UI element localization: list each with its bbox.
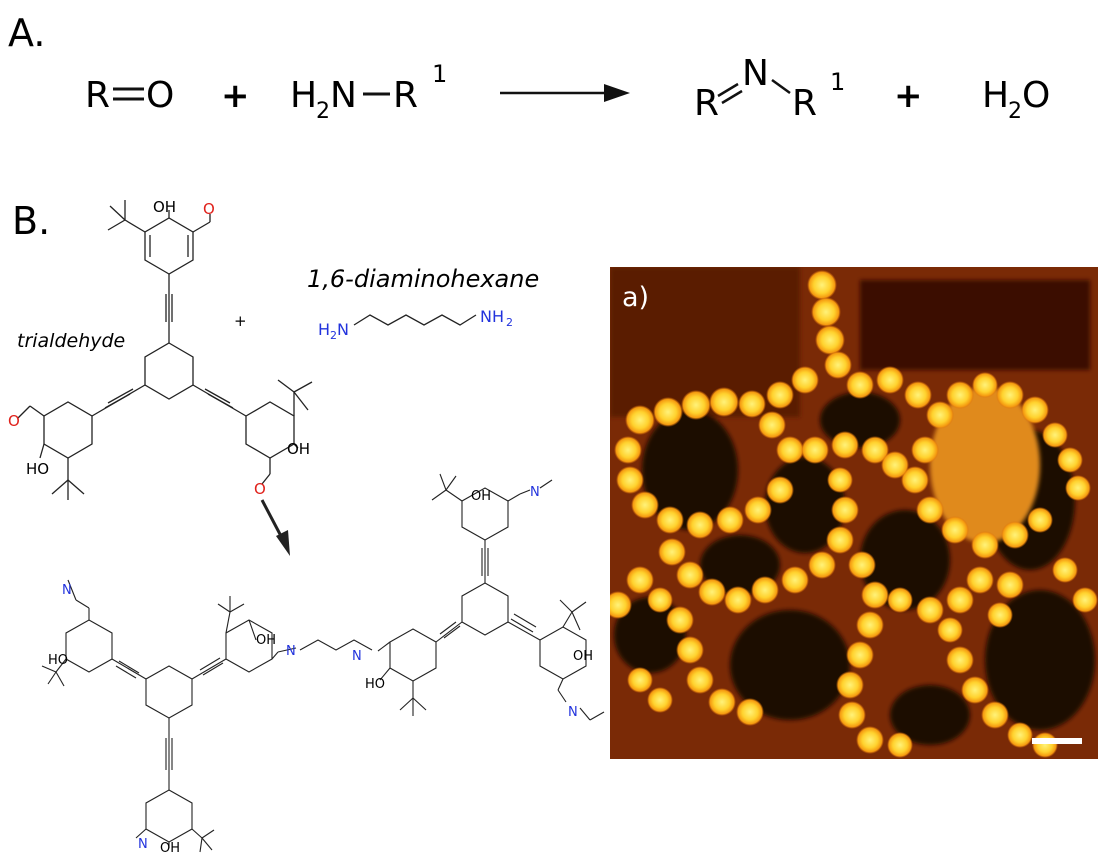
prod-ho-1: HO (48, 653, 68, 668)
central-ring (144, 342, 194, 400)
h2n-n: N (337, 320, 349, 339)
product-atom-labels: N HO OH N N HO OH N OH N N OH (48, 485, 593, 856)
stm-network (610, 270, 1098, 758)
imine-double-2 (721, 89, 743, 105)
prod-n-3: N (352, 649, 362, 664)
amine-sub2: 2 (316, 99, 330, 124)
amine-n: N (330, 75, 357, 116)
prod-oh-2: OH (471, 489, 491, 504)
o-right: O (254, 480, 266, 498)
prod-n-1: N (62, 583, 72, 598)
prod-ho-2: HO (365, 677, 385, 692)
imine-single (771, 78, 791, 95)
product-structure (41, 473, 605, 853)
o-top: O (203, 200, 215, 218)
aldehyde-r: R (85, 75, 110, 116)
prod-n-5: N (568, 705, 578, 720)
imine-sup1: 1 (830, 68, 845, 96)
plus-b: + (234, 312, 247, 330)
water-h: H (982, 75, 1009, 116)
aldehyde-o: O (146, 75, 174, 116)
plus-2: + (894, 76, 923, 116)
oh-right: OH (287, 440, 310, 458)
ho-left: HO (26, 460, 49, 478)
stm-center-plateau (930, 387, 1040, 543)
imine-double-1 (717, 82, 739, 98)
product-right-mid-ring (389, 628, 437, 682)
scheme-arrow (260, 499, 290, 556)
prod-n-6: N (138, 837, 148, 852)
prod-oh-3: OH (573, 649, 593, 664)
amine-h: H (290, 75, 317, 116)
product-top-ring (461, 487, 509, 541)
product-left-ring (65, 619, 113, 673)
prod-n-4: N (530, 485, 540, 500)
prod-n-2: N (286, 644, 296, 659)
panel-b-label: B. (12, 199, 50, 243)
stm-image (610, 267, 1098, 759)
trialdehyde-atom-labels: OH O O HO OH O (8, 198, 310, 498)
stm-scale-bar (1032, 738, 1082, 744)
plus-1: + (221, 76, 250, 116)
oh-top: OH (153, 198, 176, 216)
amine-r: R (393, 75, 418, 116)
amine-sup1: 1 (432, 60, 447, 88)
top-phenyl-ring (144, 217, 194, 275)
product-right-core (461, 582, 509, 636)
trialdehyde-structure (17, 200, 313, 500)
prod-oh-4: OH (160, 841, 180, 856)
water-sub2: 2 (1008, 99, 1022, 124)
water-o: O (1022, 75, 1050, 116)
imine-r: R (694, 83, 719, 124)
diamine-name: 1,6-diaminohexane (307, 265, 539, 293)
nh2-nh: NH (480, 307, 504, 326)
nh2-2: 2 (506, 316, 513, 329)
prod-oh-1: OH (256, 633, 276, 648)
imine-n: N (742, 53, 769, 94)
product-left-core (145, 665, 193, 719)
diaminohexane-structure: H 2 N NH 2 (318, 307, 513, 342)
h2n-h: H (318, 320, 330, 339)
reaction-a: R O + H 2 N R 1 R N R 1 + H 2 O (85, 53, 1050, 124)
trialdehyde-label: trialdehyde (17, 330, 125, 352)
product-bottom-ring (145, 789, 193, 843)
stm-panel-label: a) (622, 282, 649, 313)
left-phenyl-ring (43, 401, 93, 459)
h2n-2: 2 (330, 329, 337, 342)
panel-a-label: A. (8, 11, 45, 55)
imine-r1: R (792, 83, 817, 124)
o-left: O (8, 412, 20, 430)
reaction-arrow-head (604, 84, 630, 102)
